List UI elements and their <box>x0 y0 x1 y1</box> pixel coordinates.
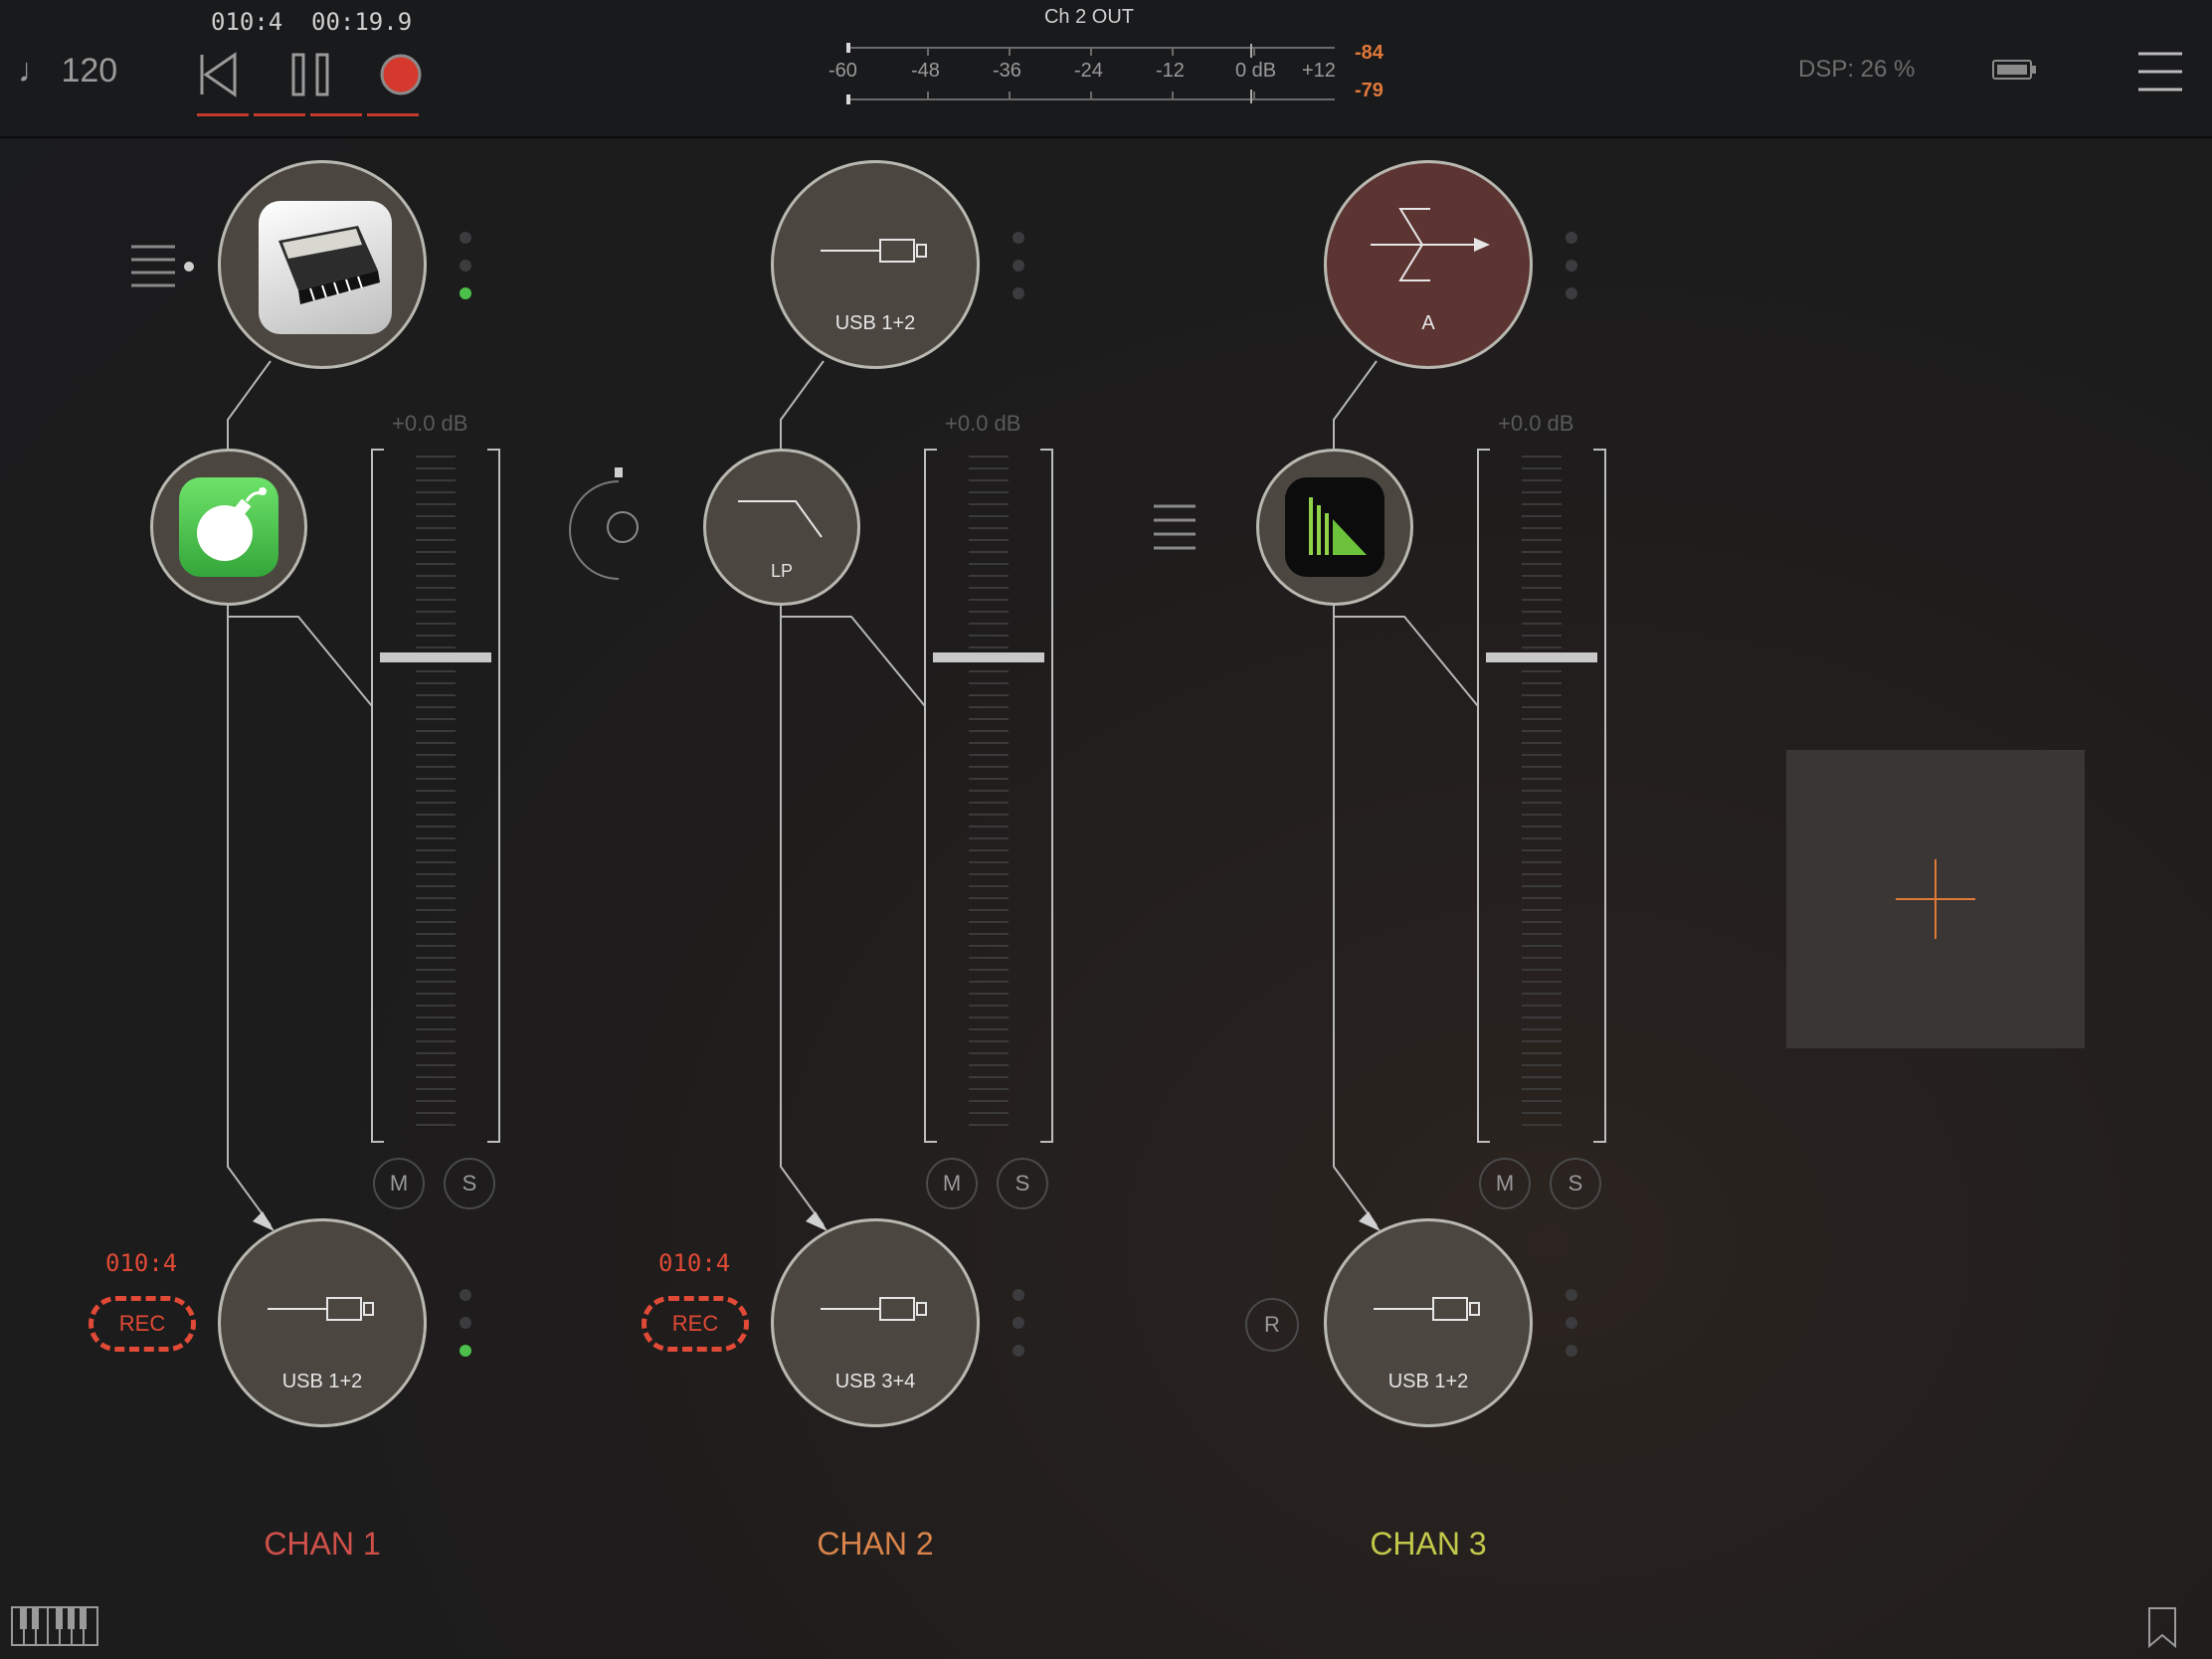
transport-bar: ♩ 120 010:4 00:19.9 Ch 2 OUT -60 -48 -36… <box>0 0 2212 138</box>
output-node[interactable]: USB 1+2 <box>218 1218 427 1427</box>
lowpass-filter-icon <box>738 500 823 538</box>
aux-bus-label: A <box>1421 312 1435 334</box>
meter-label: -36 <box>993 60 1021 82</box>
sum-icon <box>1371 208 1490 281</box>
meter-label: -12 <box>1156 60 1185 82</box>
fader-db-readout: +0.0 dB <box>1498 411 1574 436</box>
output-label: USB 3+4 <box>834 1371 916 1392</box>
status-led <box>1566 1289 1577 1301</box>
meter-label: -60 <box>829 60 857 82</box>
output-node[interactable]: USB 3+4 <box>771 1218 980 1427</box>
output-meter-scale <box>846 43 1335 104</box>
add-channel-button[interactable] <box>1786 750 2085 1048</box>
position-display: 010:4 <box>211 8 283 36</box>
record-arm-indicator <box>197 113 424 116</box>
plus-icon <box>1896 859 1975 939</box>
record-time: 010:4 <box>105 1249 178 1277</box>
fader-db-readout: +0.0 dB <box>392 411 468 436</box>
filter-node[interactable]: LP <box>703 449 860 606</box>
channel-name[interactable]: CHAN 3 <box>1370 1526 1487 1562</box>
meter-title: Ch 2 OUT <box>1043 6 1135 28</box>
record-icon[interactable] <box>371 45 431 104</box>
synth-app-icon <box>259 201 392 334</box>
solo-button[interactable]: S <box>1550 1158 1601 1209</box>
record-arm-button[interactable]: REC <box>89 1296 196 1352</box>
keyboard-icon[interactable] <box>10 1605 99 1647</box>
channel-menu-icon[interactable] <box>1152 502 1198 552</box>
output-label: USB 1+2 <box>1387 1371 1469 1392</box>
status-led <box>460 1289 471 1301</box>
output-port-icon <box>821 1297 927 1321</box>
volume-fader[interactable] <box>1476 448 1607 1144</box>
solo-button[interactable]: S <box>444 1158 495 1209</box>
status-led <box>1013 1317 1024 1329</box>
skip-back-icon[interactable] <box>189 45 249 104</box>
channel-menu-icon[interactable] <box>127 242 197 291</box>
time-display: 00:19.9 <box>311 8 413 36</box>
mute-button[interactable]: M <box>1479 1158 1531 1209</box>
output-node[interactable]: USB 1+2 <box>1324 1218 1533 1427</box>
pan-knob[interactable] <box>563 463 643 587</box>
input-node[interactable]: USB 1+2 <box>771 160 980 369</box>
status-led <box>1013 1345 1024 1357</box>
meter-label: 0 dB <box>1235 60 1277 82</box>
status-led-active <box>460 287 471 299</box>
peak-value-top: -84 <box>1355 42 1383 64</box>
effect-node[interactable] <box>150 449 307 606</box>
volume-fader[interactable] <box>370 448 501 1144</box>
synth-instrument-node[interactable] <box>218 160 427 369</box>
status-led <box>1013 260 1024 272</box>
mute-button[interactable]: M <box>373 1158 425 1209</box>
status-led <box>1566 1317 1577 1329</box>
status-led <box>1013 232 1024 244</box>
status-led <box>1566 260 1577 272</box>
status-led <box>460 260 471 272</box>
volume-fader[interactable] <box>923 448 1054 1144</box>
channel-name[interactable]: CHAN 2 <box>817 1526 934 1562</box>
input-label: USB 1+2 <box>834 312 916 334</box>
solo-button[interactable]: S <box>997 1158 1048 1209</box>
status-led <box>1566 287 1577 299</box>
record-toggle-button[interactable]: R <box>1245 1298 1299 1352</box>
output-port-icon <box>268 1297 374 1321</box>
status-led <box>1566 232 1577 244</box>
battery-icon <box>1992 60 2036 80</box>
record-arm-button[interactable]: REC <box>642 1296 749 1352</box>
bomb-app-icon <box>179 477 278 577</box>
status-led <box>460 232 471 244</box>
output-label: USB 1+2 <box>281 1371 363 1392</box>
peak-value-bottom: -79 <box>1355 80 1383 101</box>
dsp-load: DSP: 26 % <box>1798 56 1916 83</box>
pause-icon[interactable] <box>281 45 341 104</box>
tempo-display[interactable]: ♩ 120 <box>18 52 118 90</box>
channel-name[interactable]: CHAN 1 <box>264 1526 381 1562</box>
menu-icon[interactable] <box>2136 48 2184 95</box>
input-port-icon <box>821 239 927 263</box>
bookmark-icon[interactable] <box>2146 1605 2178 1649</box>
effect-node[interactable] <box>1256 449 1413 606</box>
record-time: 010:4 <box>658 1249 731 1277</box>
meter-label: +12 <box>1302 60 1336 82</box>
output-port-icon <box>1374 1297 1480 1321</box>
fader-db-readout: +0.0 dB <box>945 411 1021 436</box>
status-led <box>1013 287 1024 299</box>
status-led <box>1566 1345 1577 1357</box>
status-led <box>460 1317 471 1329</box>
status-led <box>1013 1289 1024 1301</box>
filter-label: LP <box>770 561 794 581</box>
aux-sum-node[interactable]: A <box>1324 160 1533 369</box>
mute-button[interactable]: M <box>926 1158 978 1209</box>
status-led-active <box>460 1345 471 1357</box>
meter-label: -48 <box>911 60 940 82</box>
meter-label: -24 <box>1074 60 1103 82</box>
analyzer-app-icon <box>1285 477 1384 577</box>
